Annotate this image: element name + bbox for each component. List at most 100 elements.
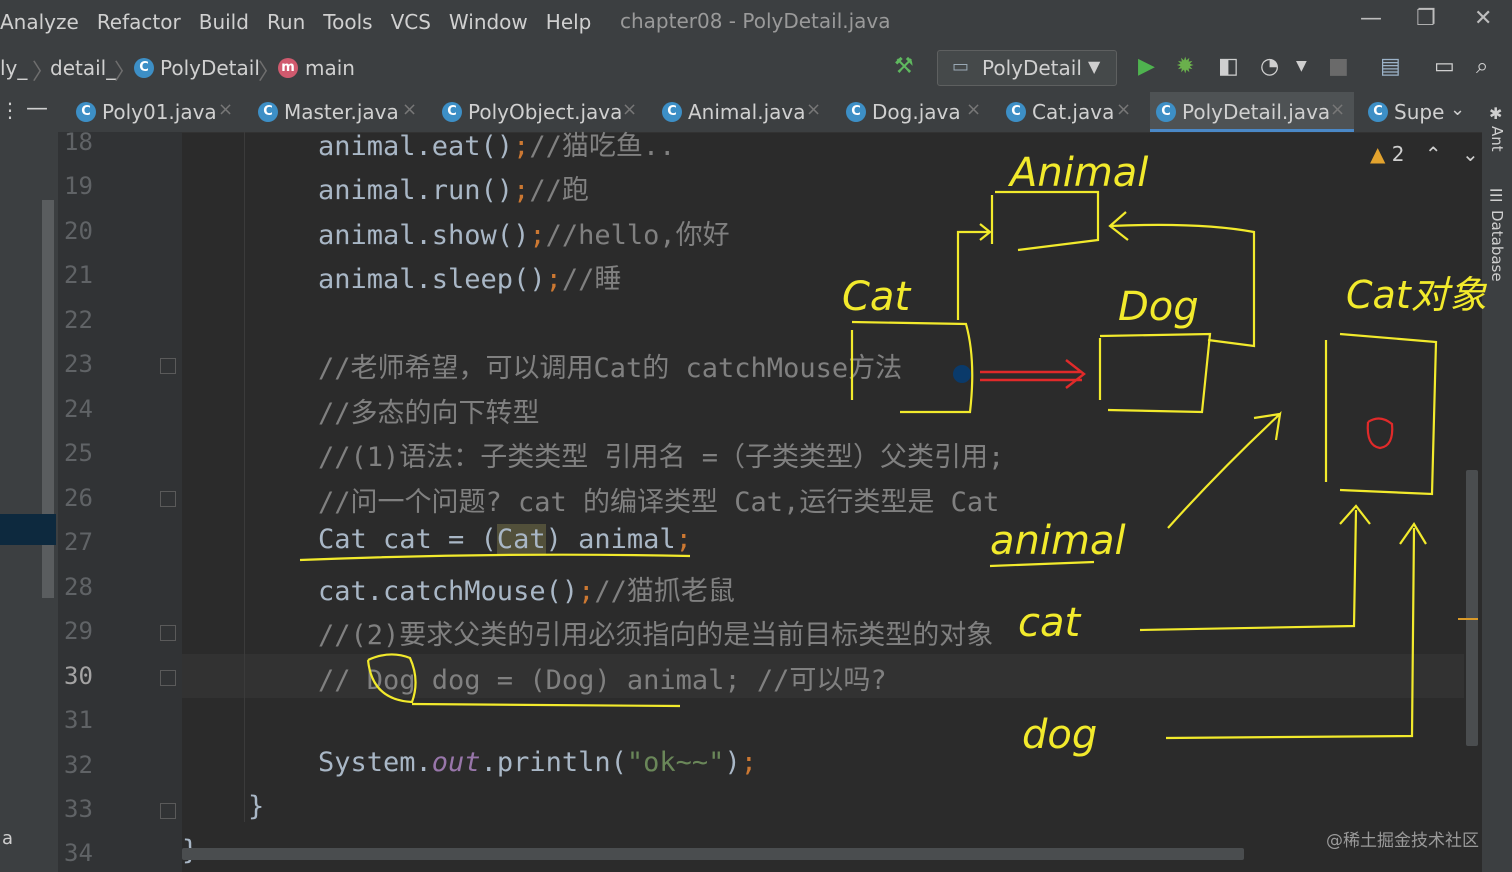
coverage-icon[interactable]: ◧ — [1218, 54, 1239, 79]
collapse-icon[interactable]: — — [26, 96, 48, 121]
line-number: 24 — [64, 395, 93, 423]
close-icon[interactable]: × — [218, 99, 234, 120]
class-icon: C — [1006, 102, 1026, 122]
comment: //猫吃鱼.. — [529, 131, 676, 162]
build-hammer-icon[interactable]: ⚒ — [894, 54, 914, 79]
close-window-button[interactable]: ✕ — [1474, 6, 1493, 31]
semicolon: ; — [513, 175, 530, 206]
tab-dog[interactable]: C Dog.java × — [840, 92, 988, 132]
database-icon: ☰ — [1489, 186, 1504, 205]
horizontal-scrollbar[interactable] — [182, 848, 1244, 860]
cursor-dot — [953, 365, 971, 383]
tab-polyobject[interactable]: C PolyObject.java × — [436, 92, 646, 132]
menu-run[interactable]: Run — [266, 10, 306, 34]
code-line-23: //老师希望，可以调用Cat的 catchMouse方法 — [318, 353, 903, 384]
warning-stripe — [1458, 618, 1478, 620]
inherit-arrow-dog — [1108, 211, 1256, 348]
line-number: 33 — [64, 795, 93, 823]
debug-icon[interactable]: ✹ — [1176, 54, 1195, 79]
tab-super[interactable]: C Supe ⌄ — [1362, 92, 1472, 132]
profile-icon[interactable]: ◔ — [1260, 54, 1280, 79]
run-configuration-label: PolyDetail — [982, 56, 1082, 80]
tab-polydetail[interactable]: C PolyDetail.java × — [1150, 92, 1354, 132]
tab-master[interactable]: C Master.java × — [252, 92, 428, 132]
code-text: animal.eat() — [318, 131, 514, 162]
editor-scrollbar[interactable] — [1466, 470, 1478, 746]
fold-marker-icon[interactable] — [160, 625, 176, 641]
code-text: Cat cat = ( — [318, 524, 497, 555]
code-text: ) animal — [545, 524, 676, 555]
annotation-label-animal: Animal — [1007, 150, 1148, 196]
chevron-down-icon[interactable]: ⌄ — [1450, 99, 1466, 120]
database-tool-tab[interactable]: Database — [1488, 210, 1506, 282]
fold-marker-icon[interactable] — [160, 670, 176, 686]
close-icon[interactable]: × — [622, 99, 638, 120]
tabs-overflow-icon[interactable]: ⋮ — [0, 98, 20, 122]
line-number: 34 — [64, 839, 93, 867]
annotation-label-cat: Cat — [842, 274, 911, 320]
menu-analyze[interactable]: Analyze — [0, 10, 79, 34]
run-configuration-select[interactable]: ▭ PolyDetail ▼ — [937, 50, 1117, 86]
breadcrumb-separator-icon: 〉 — [114, 60, 137, 85]
menu-tools[interactable]: Tools — [323, 10, 373, 34]
menu-build[interactable]: Build — [198, 10, 249, 34]
fold-marker-icon[interactable] — [160, 803, 176, 819]
line-number: 22 — [64, 306, 93, 334]
code-line-19: animal.run();//跑 — [318, 168, 589, 207]
class-icon: C — [442, 102, 462, 122]
close-icon[interactable]: × — [966, 99, 982, 120]
line-number: 21 — [64, 261, 93, 289]
menu-window[interactable]: Window — [448, 10, 528, 34]
close-icon[interactable]: × — [1116, 99, 1132, 120]
code-text: animal.sleep() — [318, 264, 546, 295]
annotation-label-cat-object: Cat对象 — [1346, 273, 1488, 317]
tab-label: Poly01.java — [102, 100, 217, 124]
chevron-down-icon[interactable]: ⌄ — [1461, 142, 1479, 166]
class-icon: C — [76, 102, 96, 122]
code-line-18: animal.eat();//猫吃鱼.. — [318, 124, 675, 163]
chevron-down-icon[interactable]: ▼ — [1296, 58, 1307, 74]
line-number-gutter — [58, 132, 182, 872]
line-number: 19 — [64, 172, 93, 200]
semicolon: ; — [545, 264, 562, 295]
annotation-label-cat-ref: cat — [1018, 600, 1082, 646]
tab-poly01[interactable]: C Poly01.java × — [70, 92, 246, 132]
project-structure-icon[interactable]: ▤ — [1380, 54, 1401, 79]
search-icon[interactable]: ⌕ — [1476, 54, 1489, 79]
tab-label: Master.java — [284, 100, 399, 124]
cast-type-highlight: Cat — [496, 524, 546, 555]
breadcrumb-project[interactable]: ly_ — [0, 56, 28, 80]
project-scrollbar[interactable] — [42, 200, 54, 598]
menu-refactor[interactable]: Refactor — [96, 10, 181, 34]
breadcrumb-separator-icon: 〉 — [258, 60, 281, 85]
closing-brace: } — [248, 791, 265, 822]
fold-marker-icon[interactable] — [160, 358, 176, 374]
tab-animal[interactable]: C Animal.java × — [656, 92, 832, 132]
class-icon: C — [662, 102, 682, 122]
menu-vcs[interactable]: VCS — [390, 10, 431, 34]
ant-tool-tab[interactable]: Ant — [1488, 126, 1506, 152]
close-icon[interactable]: × — [806, 99, 822, 120]
breadcrumb-method[interactable]: main — [305, 56, 355, 80]
restore-button[interactable]: ❐ — [1416, 6, 1436, 31]
fold-marker-icon[interactable] — [160, 491, 176, 507]
run-icon[interactable]: ▶ — [1138, 54, 1155, 79]
project-panel-fragment: a — [2, 828, 14, 849]
close-icon[interactable]: × — [1330, 99, 1346, 120]
inspection-widget[interactable]: ▲ 2 ⌃ ⌄ — [1370, 142, 1479, 166]
project-selected-row — [0, 514, 56, 545]
chevron-up-icon[interactable]: ⌃ — [1424, 142, 1442, 166]
breadcrumb-class[interactable]: PolyDetail — [160, 56, 260, 80]
application-icon: ▭ — [952, 56, 970, 77]
stop-icon[interactable]: ■ — [1328, 54, 1349, 79]
line-number: 32 — [64, 751, 93, 779]
tab-label: Cat.java — [1032, 100, 1115, 124]
menu-help[interactable]: Help — [545, 10, 592, 34]
tab-cat[interactable]: C Cat.java × — [1000, 92, 1140, 132]
breadcrumb-package[interactable]: detail_ — [50, 56, 117, 80]
minimize-button[interactable]: — — [1360, 6, 1382, 31]
layout-icon[interactable]: ▭ — [1434, 54, 1455, 79]
line-number: 25 — [64, 439, 93, 467]
close-icon[interactable]: × — [402, 99, 418, 120]
tab-label: Dog.java — [872, 100, 961, 124]
